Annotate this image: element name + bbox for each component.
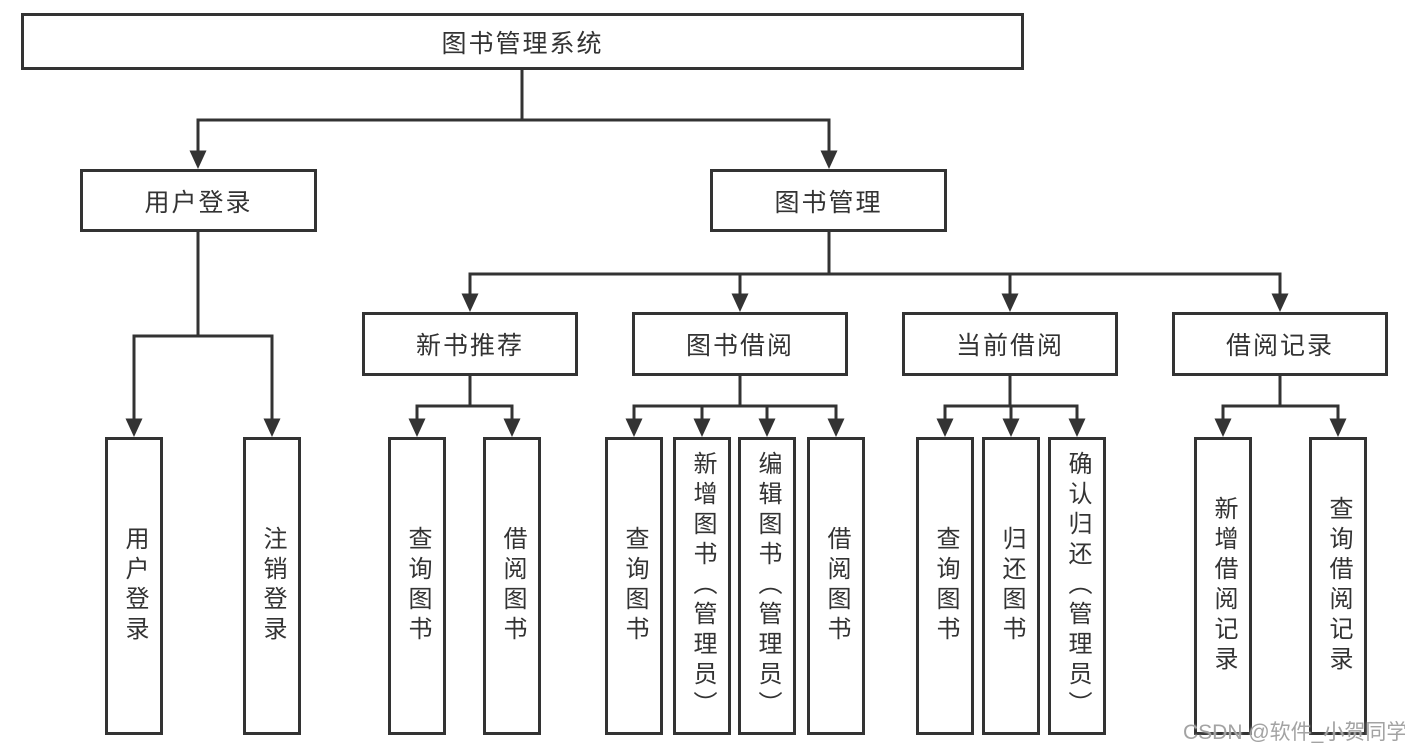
leaf-query-books-current: 查询图书 [916,437,974,735]
leaf-borrow-books: 借阅图书 [807,437,865,735]
node-label: 新增借阅记录 [1210,496,1237,676]
node-library-system-root: 图书管理系统 [21,13,1024,70]
node-label: 查询图书 [404,526,431,646]
node-label: 借阅图书 [823,526,850,646]
node-book-management: 图书管理 [710,169,947,232]
leaf-return-books: 归还图书 [982,437,1040,735]
arrowheads [125,150,1347,437]
leaf-logout: 注销登录 [243,437,301,735]
node-label: 借阅记录 [1225,332,1334,360]
leaf-add-books-admin: 新增图书（管理员） [673,437,731,735]
leaf-borrow-books-recommend: 借阅图书 [483,437,541,735]
node-label: 当前借阅 [955,332,1064,360]
node-book-borrowing: 图书借阅 [632,312,848,376]
node-label: 查询图书 [621,526,648,646]
node-new-book-recommendation: 新书推荐 [362,312,578,376]
node-user-login: 用户登录 [80,169,317,232]
node-label: 查询借阅记录 [1325,496,1352,676]
node-label: 图书管理 [774,188,883,217]
leaf-query-books-borrowing: 查询图书 [605,437,663,735]
node-label: 图书借阅 [685,332,794,360]
leaf-user-login: 用户登录 [105,437,163,735]
node-label: 用户登录 [121,526,148,646]
node-label: 确认归还（管理员） [1064,451,1091,721]
leaf-add-borrow-record: 新增借阅记录 [1194,437,1252,735]
node-borrowing-records: 借阅记录 [1172,312,1388,376]
leaf-confirm-return-admin: 确认归还（管理员） [1048,437,1106,735]
node-label: 查询图书 [932,526,959,646]
node-label: 归还图书 [998,526,1025,646]
node-label: 注销登录 [259,526,286,646]
node-label: 新增图书（管理员） [689,451,716,721]
node-current-borrowing: 当前借阅 [902,312,1118,376]
csdn-watermark: CSDN @软件_小贺同学 [1183,721,1405,744]
leaf-edit-books-admin: 编辑图书（管理员） [738,437,796,735]
leaf-query-borrow-record: 查询借阅记录 [1309,437,1367,735]
node-label: 编辑图书（管理员） [754,451,781,721]
node-label: 借阅图书 [499,526,526,646]
node-label: 用户登录 [144,188,253,217]
node-label: 新书推荐 [415,332,524,360]
leaf-query-books-recommend: 查询图书 [388,437,446,735]
node-label: 图书管理系统 [441,29,604,58]
